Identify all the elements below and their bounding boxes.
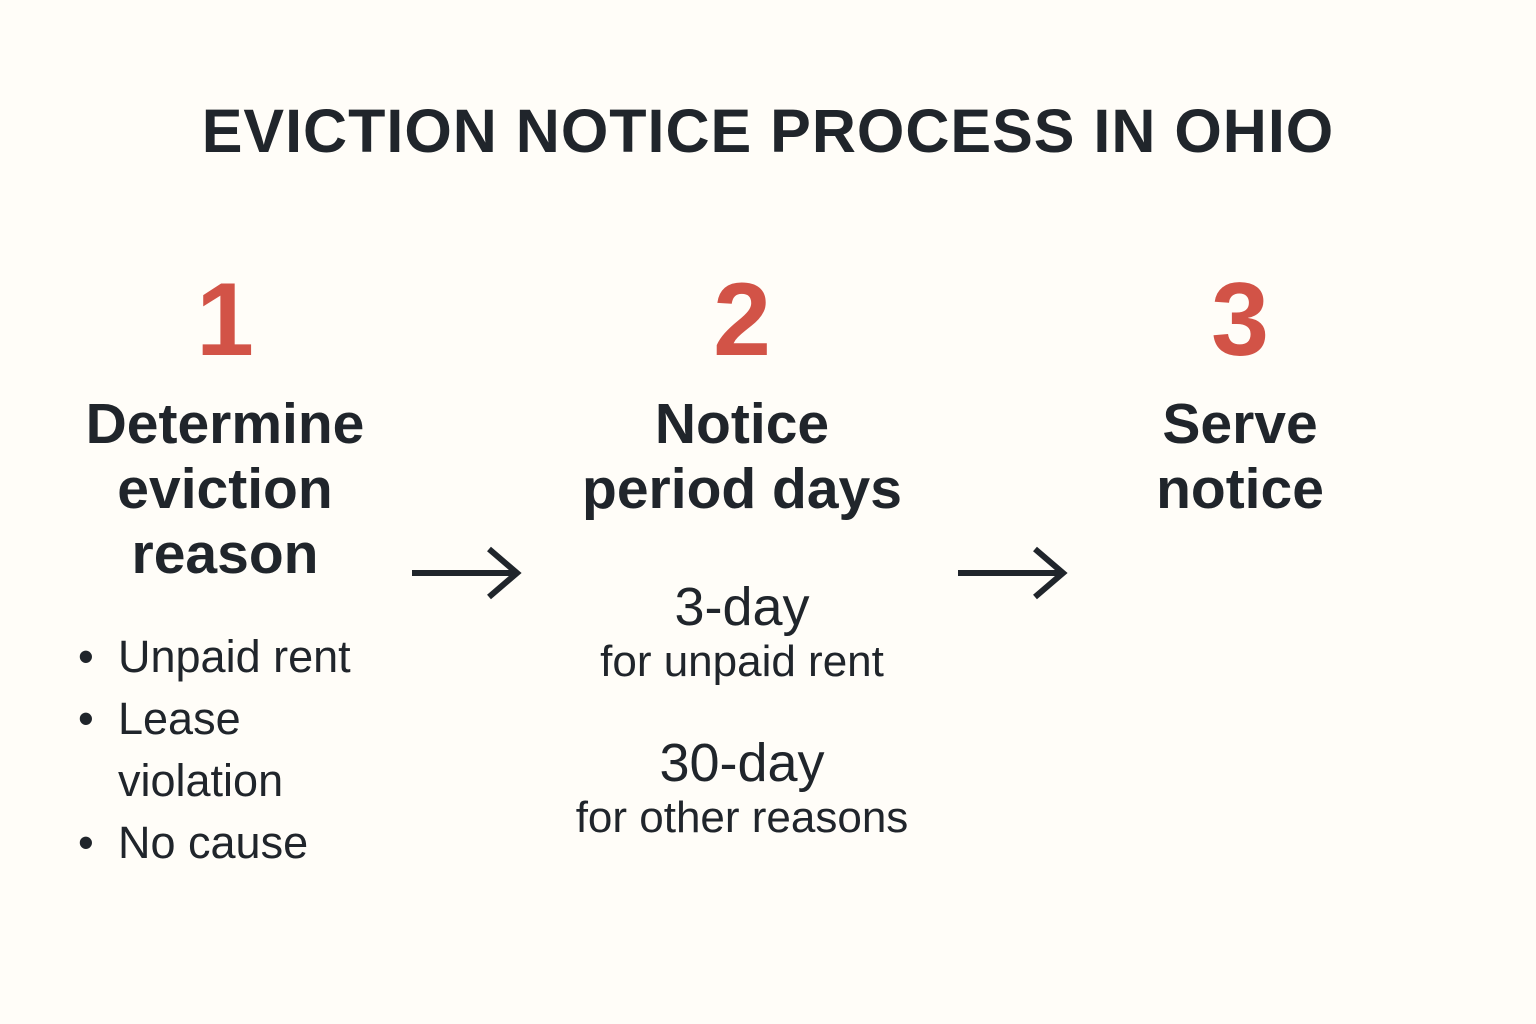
step-heading: Serve notice	[1060, 392, 1420, 522]
list-item-label: No cause	[118, 817, 309, 868]
heading-line: period days	[582, 457, 902, 521]
notice-periods: 3-day for unpaid rent 30-day for other r…	[557, 578, 927, 844]
heading-line: reason	[131, 522, 319, 586]
period-duration: 30-day	[659, 733, 825, 793]
step-heading: Determine eviction reason	[60, 392, 390, 587]
list-item-label: Lease violation	[118, 693, 284, 806]
eviction-reason-list: • Unpaid rent • Lease violation • No cau…	[78, 626, 390, 874]
heading-line: Notice	[654, 392, 830, 456]
flow-arrow	[410, 544, 522, 602]
heading-line: eviction	[117, 457, 333, 521]
page-title: EVICTION NOTICE PROCESS IN OHIO	[201, 97, 1335, 165]
notice-period: 3-day for unpaid rent	[557, 578, 927, 688]
flow-arrow	[956, 544, 1068, 602]
step-number: 1	[196, 262, 254, 378]
period-condition: for other reasons	[575, 793, 909, 842]
bullet-dot-icon: •	[78, 817, 94, 868]
step-number: 2	[713, 262, 771, 378]
arrow-right-icon	[958, 546, 1068, 600]
list-item: • Unpaid rent	[78, 626, 390, 688]
notice-period: 30-day for other reasons	[557, 734, 927, 844]
list-item: • Lease violation	[78, 688, 390, 812]
bullet-dot-icon: •	[78, 631, 94, 682]
heading-line: Determine	[85, 392, 365, 456]
list-item-label: Unpaid rent	[118, 631, 351, 682]
step-heading: Notice period days	[557, 392, 927, 522]
heading-line: notice	[1156, 457, 1324, 521]
bullet-dot-icon: •	[78, 693, 94, 744]
arrow-right-icon	[412, 546, 522, 600]
period-duration: 3-day	[674, 577, 810, 637]
step-number: 3	[1211, 262, 1269, 378]
heading-line: Serve	[1162, 392, 1318, 456]
period-condition: for unpaid rent	[600, 637, 884, 686]
list-item: • No cause	[78, 812, 390, 874]
